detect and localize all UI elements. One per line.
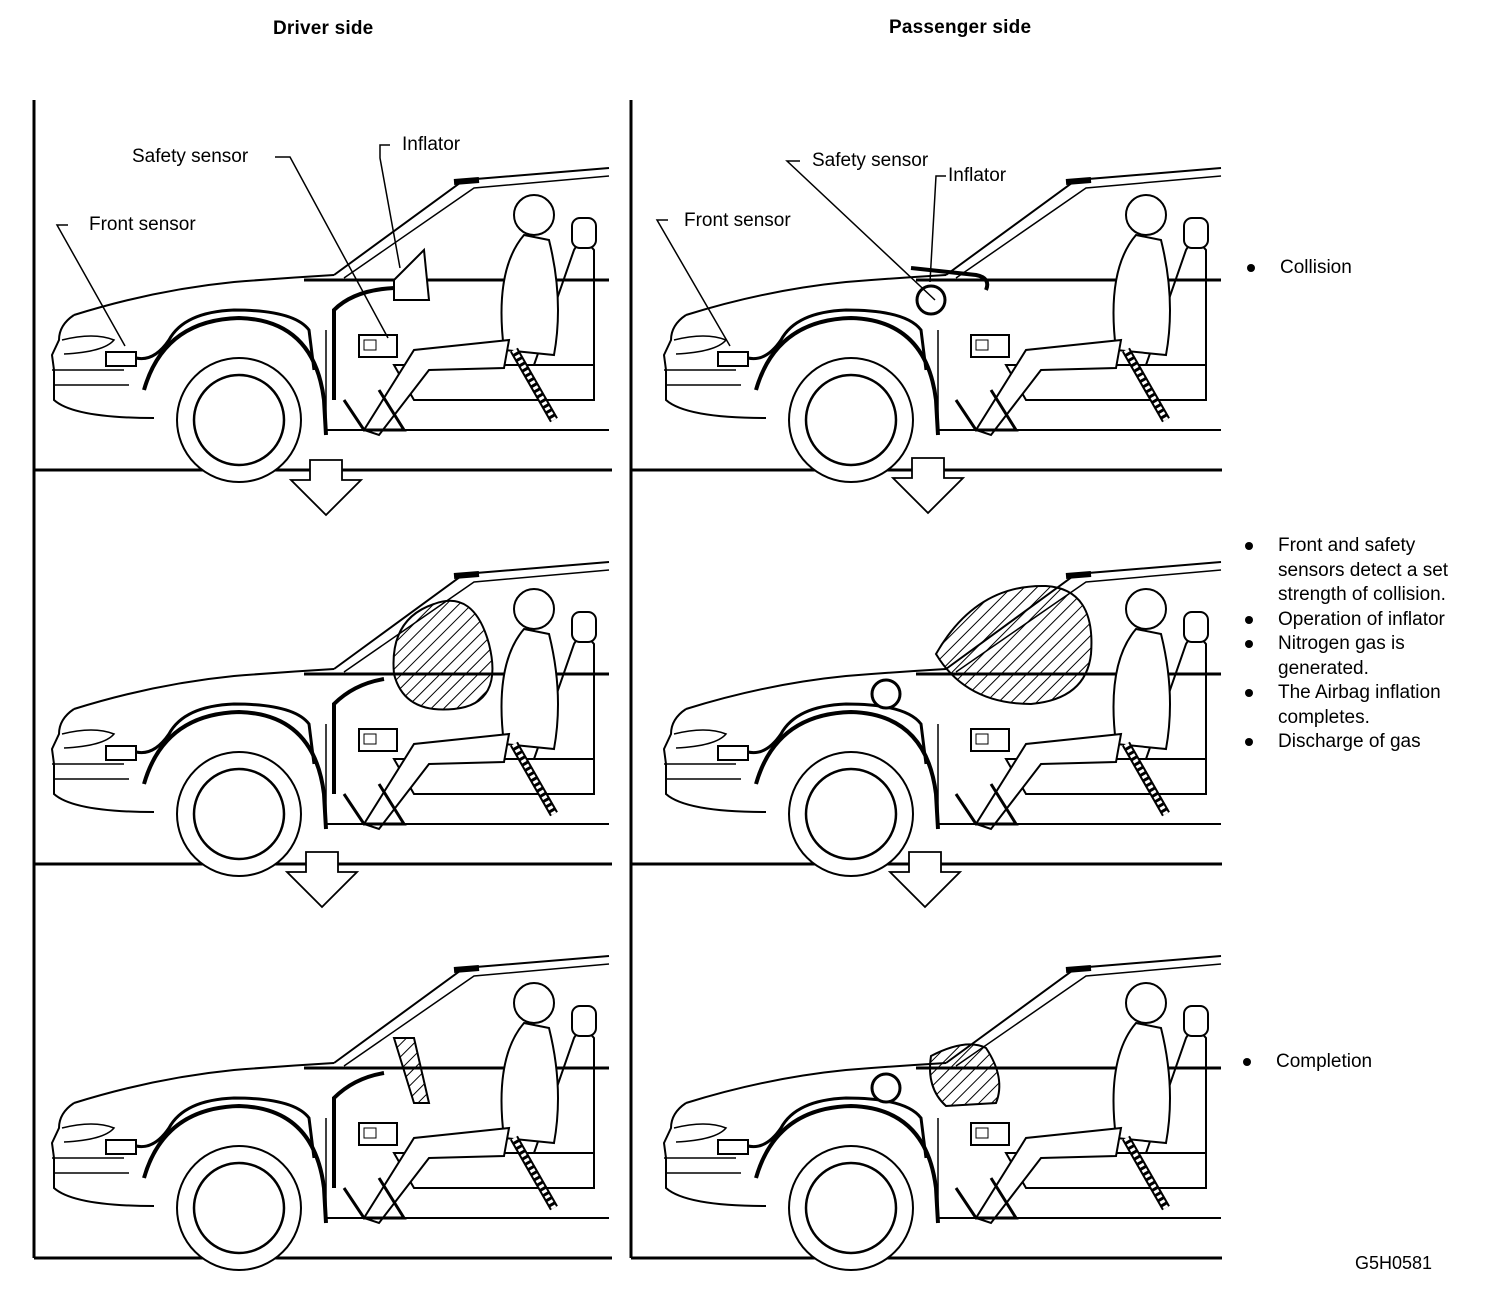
step-2-bullet-5: Discharge of gas (1245, 730, 1460, 755)
passenger-front-sensor-label: Front sensor (684, 210, 791, 231)
step-2-notes: Front and safety sensors detect a set st… (1245, 534, 1460, 755)
driver-front-sensor-label: Front sensor (89, 214, 196, 235)
driver-panel-3 (52, 956, 609, 1270)
driver-arrow-down-1 (290, 459, 362, 516)
passenger-panel-2 (664, 562, 1221, 876)
passenger-arrow-down-2 (889, 851, 961, 908)
step-2-bullet-4: The Airbag inflation completes. (1245, 681, 1460, 730)
step-2-bullet-3: Nitrogen gas is generated. (1245, 632, 1460, 681)
passenger-arrow-down-1 (892, 457, 964, 514)
passenger-safety-sensor-label: Safety sensor (812, 150, 929, 171)
driver-panel-1 (52, 168, 609, 482)
figure-code: G5H0581 (1355, 1253, 1433, 1273)
step-2-bullet-2: Operation of inflator (1245, 608, 1460, 633)
step-1-notes: Collision (1247, 256, 1457, 281)
driver-panel-2 (52, 562, 609, 876)
driver-safety-sensor-label: Safety sensor (132, 146, 249, 167)
passenger-side-title: Passenger side (889, 17, 1032, 38)
passenger-panel-1 (664, 168, 1221, 482)
step-3-bullet-1: Completion (1243, 1050, 1453, 1075)
step-1-bullet-1: Collision (1247, 256, 1457, 281)
step-2-bullet-1: Front and safety sensors detect a set st… (1245, 534, 1460, 608)
driver-arrow-down-2 (286, 851, 358, 908)
passenger-inflator-label: Inflator (948, 165, 1007, 186)
driver-side-title: Driver side (273, 18, 374, 39)
step-3-notes: Completion (1243, 1050, 1453, 1075)
passenger-panel-3 (664, 956, 1221, 1270)
driver-inflator-label: Inflator (402, 134, 461, 155)
